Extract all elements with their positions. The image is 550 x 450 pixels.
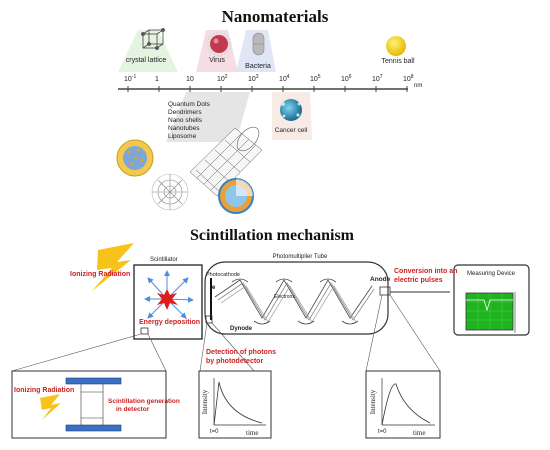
quantum-dot-icon [116,139,154,177]
liposome-icon [218,178,254,214]
scale-tick-label: 104 [279,74,290,83]
bacteria-icon [252,32,265,56]
detail-scint-label-1: Scintillation generation [108,398,180,405]
detector-bottom-plate [65,424,122,432]
pmt-detail-marker [205,315,213,324]
nanotube-icon [189,126,263,197]
materials-cone [166,92,250,142]
bacteria-label: Bacteria [245,63,271,70]
detail-ionizing-label: Ionizing Radiation [14,387,74,394]
virus-label: Virus [209,57,225,64]
scale-unit: nm [414,83,422,89]
nanomaterials-title: Nanomaterials [222,7,329,26]
scale-tick-label: 103 [248,74,259,83]
conversion-label-2: electric pulses [394,277,443,284]
detector-wires [80,384,104,425]
pulse1-ylabel: Intensity [201,389,209,414]
conversion-label-1: Conversion into an [394,268,457,275]
pmt-tube [204,261,389,335]
scale-tick-label: 108 [403,74,414,83]
crystal-cone [118,30,178,72]
tennis-ball-label: Tennis ball [381,58,415,65]
cancer-cell-label: Cancer cell [275,127,308,134]
photocathode-label: Photocathode [206,272,240,278]
detector-top-plate [65,377,122,385]
cancer-cell-icon [280,99,302,121]
pulse1-curve [213,381,263,426]
virus-icon [206,31,232,57]
pulse2-curve [381,383,431,426]
materials-list: Quantum Dots Dendrimers Nano shells Nano… [168,101,211,140]
scale-tick-label: 102 [217,74,228,83]
anode-detail-marker [379,286,391,296]
scintillator-label: Scintillator [150,257,178,263]
screen-waveform [466,299,513,312]
energy-burst-icon [157,289,178,310]
scale-tick-label: 106 [341,74,352,83]
scintillation-title: Scintillation mechanism [190,227,355,244]
measuring-device [453,264,530,336]
detection-label-1: Detection of photons [206,349,276,356]
pulse1-t0: t=0 [210,429,219,435]
scintillator-box [133,264,203,340]
measuring-screen [465,292,514,331]
measuring-device-label: Measuring Device [467,271,516,277]
pulse1-xlabel: time [246,429,258,437]
scale-ticks: 10-1 1 10 102 103 104 105 106 107 108 [124,74,414,92]
crystal-lattice-label: crystal lattice [126,57,167,64]
material-nano-shells: Nano shells [168,117,203,124]
pmt-label: Photomultiplier Tube [273,254,328,260]
zoom-lines [11,294,441,372]
dynode-path [214,278,375,325]
pulse2-ylabel: Intensity [369,389,377,414]
pulse2-t0: t=0 [378,429,387,435]
detail-scint-label-2: in detector [116,406,150,413]
scale-tick-label: 107 [372,74,383,83]
detail-lightning-icon [40,394,61,420]
scale-tick-label: 10-1 [124,74,136,83]
ionizing-radiation-label: Ionizing Radiation [70,271,130,278]
anode-label: Anode [370,276,391,283]
dendrimer-icon [151,173,189,211]
scintillator-detail-marker [140,327,149,335]
crystal-lattice-icon [141,28,165,50]
energy-deposition-label: Energy deposition [139,319,200,326]
scale-tick-label: 10 [186,76,194,83]
material-liposome: Liposome [168,133,197,140]
electrons-label: Electrons [274,294,295,300]
scale-tick-label: 1 [155,76,159,83]
detection-label-2: by photodetector [206,358,263,365]
material-quantum-dots: Quantum Dots [168,101,211,108]
pulse2-xlabel: time [413,429,425,437]
electron-symbol: e [212,285,216,291]
material-nanotubes: Nanotubes [168,125,200,132]
dynode-label: Dynode [230,326,253,332]
material-dendrimers: Dendrimers [168,109,202,116]
lightning-icon [92,243,134,291]
photon-pulse-box [198,370,272,439]
scale-tick-label: 105 [310,74,321,83]
anode-pulse-box [365,370,441,439]
tennis-ball-icon [386,36,406,56]
